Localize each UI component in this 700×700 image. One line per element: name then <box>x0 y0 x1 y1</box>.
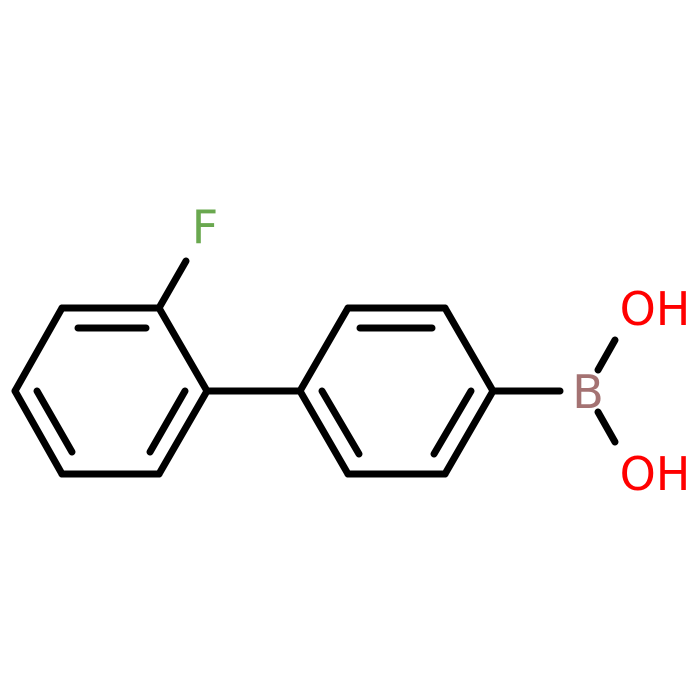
atom-label-fluorine: F <box>192 200 218 254</box>
double-bond-l-right <box>146 387 189 456</box>
bond-r1 <box>296 304 352 395</box>
bond-r3 <box>441 304 497 395</box>
atom-label-boron: B <box>572 365 604 419</box>
bond-b-o-lower <box>594 408 619 446</box>
bond-b-o-upper <box>594 336 619 374</box>
atom-label-hydroxyl-lower: OH <box>620 447 691 501</box>
bond-r6 <box>296 387 352 478</box>
bond-l5 <box>11 387 66 478</box>
double-bond-r-left <box>318 387 363 458</box>
bond-l2 <box>155 304 211 395</box>
double-bond-r-right <box>430 387 475 458</box>
atom-label-hydroxyl-upper: OH <box>620 282 691 336</box>
right-ring <box>296 304 497 478</box>
bond-r4 <box>441 387 497 478</box>
double-bond-l-left <box>33 387 76 456</box>
left-ring <box>11 304 211 478</box>
bond-c-f <box>155 257 190 312</box>
bond-l3 <box>155 387 211 478</box>
bond-l6 <box>11 304 66 395</box>
